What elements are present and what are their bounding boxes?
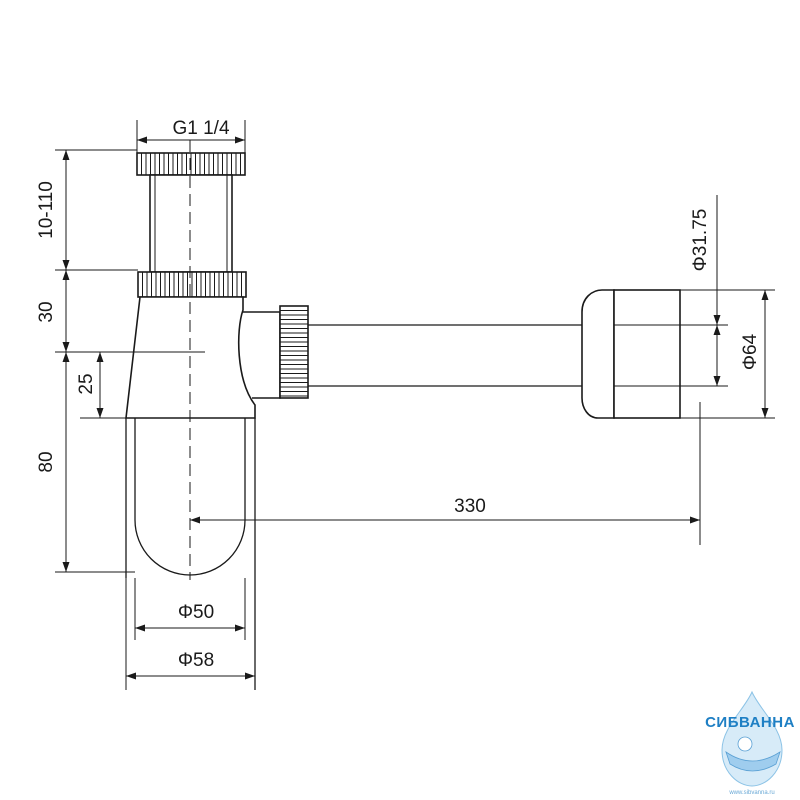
wall-flange-plate — [613, 289, 681, 419]
logo-face-icon — [737, 736, 753, 752]
top-nut — [136, 152, 246, 176]
dim-nut-height-label: 30 — [36, 301, 57, 322]
siphon-cup-outer — [125, 418, 256, 690]
logo-name: СИБВАННА — [705, 714, 795, 731]
upper-tube — [149, 174, 233, 273]
logo-url: www.sibvanna.ru — [728, 790, 774, 796]
wall-flange — [581, 289, 615, 419]
dim-outer-diameter-label: Φ58 — [178, 650, 214, 671]
middle-nut — [137, 271, 247, 298]
sibvanna-logo: СИБВАННА www.sibvanna.ru — [705, 690, 795, 796]
dim-pipe-diameter-label: Φ31.75 — [690, 209, 711, 272]
dim-thread-label: G1 1/4 — [172, 118, 229, 139]
dim-outlet-length-label: 330 — [454, 496, 486, 517]
dim-tube-length-label: 10-110 — [36, 181, 57, 239]
dimension-labels: G1 1/4 10-110 30 25 80 Φ50 Φ58 330 Φ31.7… — [36, 118, 761, 671]
water-drop-icon — [721, 690, 783, 787]
siphon-body — [125, 140, 681, 690]
dimension-lines — [55, 120, 775, 690]
siphon-cup-inner — [134, 418, 246, 576]
dim-cup-depth-label: 80 — [36, 451, 57, 472]
outlet-connector — [243, 311, 281, 399]
dim-inner-diameter-label: Φ50 — [178, 602, 214, 623]
bathtub-icon — [725, 750, 781, 772]
outlet-nut — [279, 305, 309, 399]
dim-flange-diameter-label: Φ64 — [740, 333, 761, 370]
dim-inlet-offset-label: 25 — [76, 373, 97, 394]
